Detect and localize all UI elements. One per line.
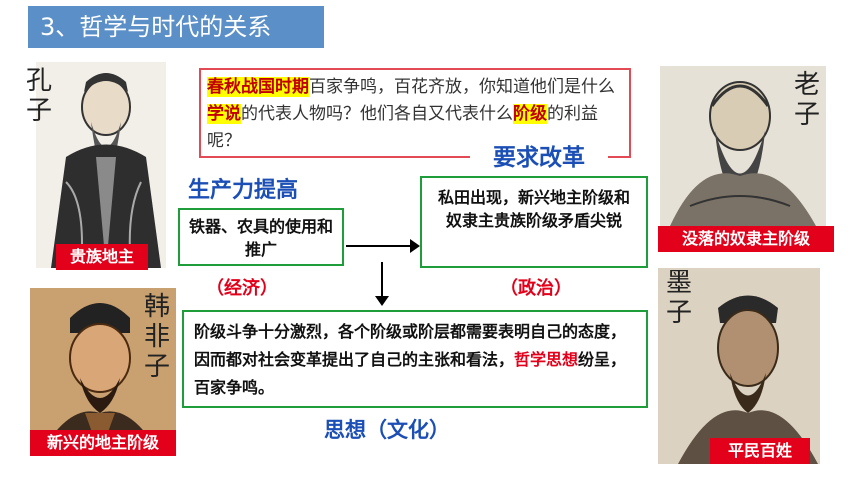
culture-highlight: 哲学思想 <box>514 350 579 369</box>
culture-text-b: 纷呈，百家争鸣。 <box>194 350 627 397</box>
laozi-portrait <box>660 66 826 226</box>
kongzi-class-label: 贵族地主 <box>56 244 148 270</box>
question-highlight-period: 春秋战国时期 <box>207 77 309 97</box>
politics-label: （政治） <box>500 278 572 299</box>
question-highlight-doctrine: 学说 <box>207 104 241 124</box>
politics-box: 私田出现，新兴地主阶级和奴隶主贵族阶级矛盾尖锐 <box>420 176 648 268</box>
culture-box: 阶级斗争十分激烈，各个阶级或阶层都需要表明自己的态度，因而都对社会变革提出了自己… <box>182 310 648 408</box>
question-text-2: 的代表人物吗？他们各自又代表什么 <box>241 104 513 124</box>
hanfeizi-class-label: 新兴的地主阶级 <box>30 430 176 456</box>
mozi-name: 墨子 <box>665 268 692 328</box>
productivity-heading: 生产力提高 <box>188 178 299 203</box>
economy-label: （经济） <box>206 278 278 299</box>
slide-title: 3、哲学与时代的关系 <box>28 6 324 48</box>
reform-heading: 要求改革 <box>470 142 608 174</box>
laozi-name: 老子 <box>793 70 820 130</box>
laozi-illustration <box>670 81 816 226</box>
arrow-right <box>346 239 420 253</box>
kongzi-illustration <box>51 73 161 268</box>
economy-box: 铁器、农具的使用和推广 <box>178 208 344 266</box>
question-text-3: 的利益呢？ <box>207 104 598 151</box>
culture-heading: 思想（文化） <box>324 418 450 442</box>
question-text-1: 百家争鸣，百花齐放，你知道他们是什么 <box>309 77 615 97</box>
culture-text-a: 阶级斗争十分激烈，各个阶级或阶层都需要表明自己的态度，因而都对社会变革提出了自己… <box>194 322 627 369</box>
question-highlight-class: 阶级 <box>513 104 547 124</box>
hanfeizi-portrait <box>30 288 176 454</box>
question-box: 春秋战国时期百家争鸣，百花齐放，你知道他们是什么学说的代表人物吗？他们各自又代表… <box>199 68 631 158</box>
kongzi-portrait <box>36 62 166 268</box>
kongzi-name: 孔子 <box>25 66 52 126</box>
laozi-class-label: 没落的奴隶主阶级 <box>658 226 834 252</box>
arrow-down <box>375 262 389 306</box>
hanfeizi-name: 韩非子 <box>143 292 170 382</box>
mozi-class-label: 平民百姓 <box>710 438 810 464</box>
